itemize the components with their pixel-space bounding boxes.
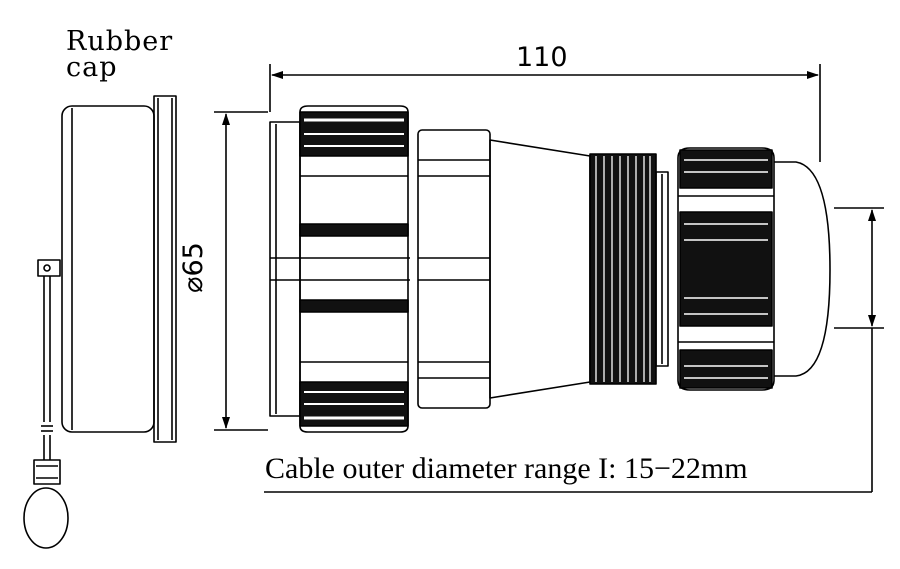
- strap-ring: [23, 487, 69, 549]
- rubber-cap-label-line1: Rubber: [66, 26, 174, 57]
- dimension-length: [269, 64, 821, 162]
- tapered-shell: [489, 139, 591, 399]
- connector-body: [269, 105, 831, 433]
- front-flange: [269, 121, 301, 417]
- strap-clip: [33, 459, 61, 485]
- dimension-cable: [264, 207, 884, 493]
- seal-cap: [774, 161, 831, 377]
- rubber-cap: [61, 95, 177, 443]
- cap-strap: [23, 259, 69, 549]
- hex-body: [417, 129, 491, 409]
- rubber-cap-label-line2: cap: [66, 52, 118, 83]
- gland-nut: [677, 147, 775, 391]
- dimension-diameter: [214, 111, 268, 431]
- length-dimension-label: 110: [516, 42, 568, 73]
- cap-flange: [153, 95, 177, 443]
- cable-diameter-label: Cable outer diameter range I: 15−22mm: [265, 452, 748, 485]
- lock-washer: [655, 171, 669, 367]
- threaded-ring: [589, 153, 657, 385]
- diameter-dimension-label: ⌀65: [177, 242, 209, 293]
- strap-tab: [37, 259, 61, 277]
- cap-body: [61, 105, 155, 433]
